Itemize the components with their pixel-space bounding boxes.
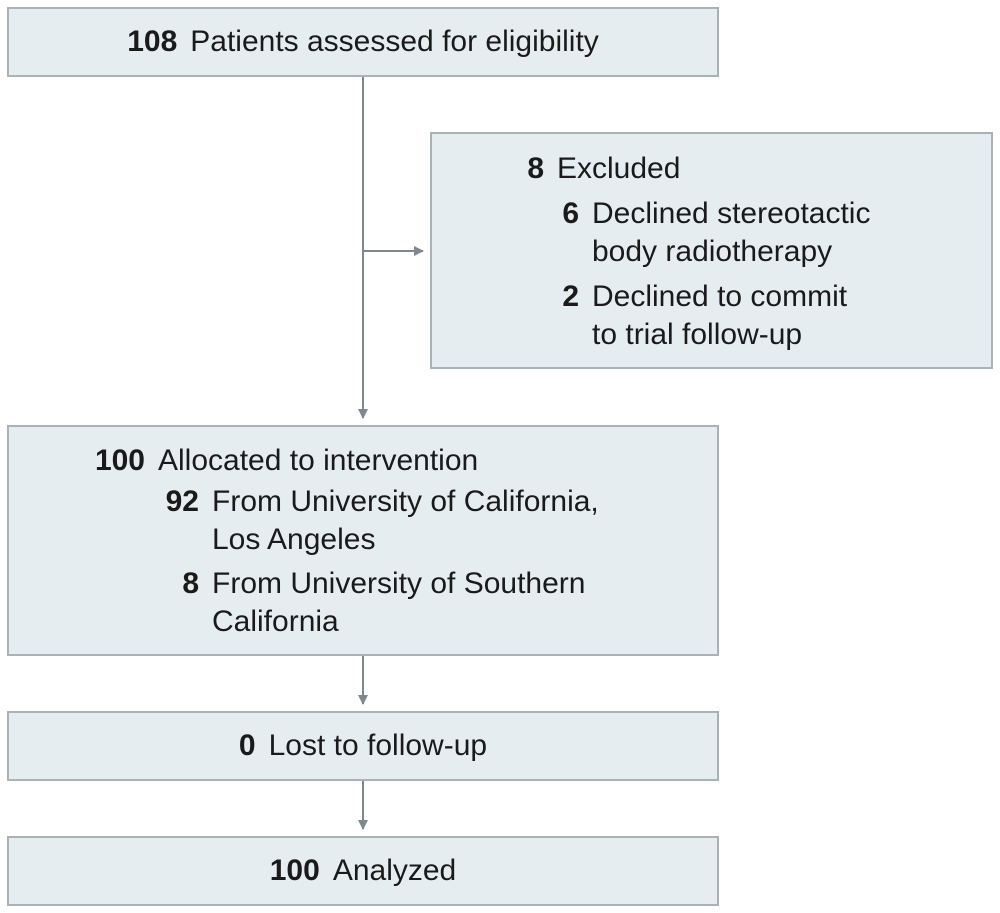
excluded-reason-count: 2 xyxy=(562,280,579,313)
excluded-count: 8 xyxy=(527,152,544,185)
lost-label: Lost to follow-up xyxy=(268,729,488,762)
lost-box: 0 Lost to follow-up xyxy=(7,711,719,781)
excluded-reason-text-cont: to trial follow-up xyxy=(592,318,803,351)
analyzed-label: Analyzed xyxy=(332,854,457,887)
allocated-count: 100 xyxy=(94,444,145,477)
allocated-site-count: 92 xyxy=(165,485,199,518)
allocated-box: 100 Allocated to intervention 92 From Un… xyxy=(7,425,719,656)
excluded-reason-text-cont: body radiotherapy xyxy=(592,235,833,268)
excluded-reason-text: Declined stereotactic xyxy=(592,197,871,230)
allocated-site-text-cont: Los Angeles xyxy=(212,523,376,556)
allocated-site-count: 8 xyxy=(182,567,199,600)
excluded-reason-text: Declined to commit xyxy=(592,280,848,313)
assessed-box: 108 Patients assessed for eligibility xyxy=(7,7,719,77)
excluded-reason-count: 6 xyxy=(562,197,579,230)
excluded-box: 8 Excluded 6 Declined stereotactic body … xyxy=(430,132,993,369)
analyzed-box: 100 Analyzed xyxy=(7,836,719,906)
analyzed-count: 100 xyxy=(269,854,320,887)
allocated-site-text-cont: California xyxy=(212,605,339,638)
excluded-label: Excluded xyxy=(557,152,681,185)
lost-count: 0 xyxy=(238,729,256,762)
assessed-count: 108 xyxy=(127,25,178,58)
allocated-label: Allocated to intervention xyxy=(158,444,479,477)
allocated-site-text: From University of Southern xyxy=(212,567,586,600)
assessed-label: Patients assessed for eligibility xyxy=(190,25,599,58)
allocated-site-text: From University of California, xyxy=(212,485,599,518)
